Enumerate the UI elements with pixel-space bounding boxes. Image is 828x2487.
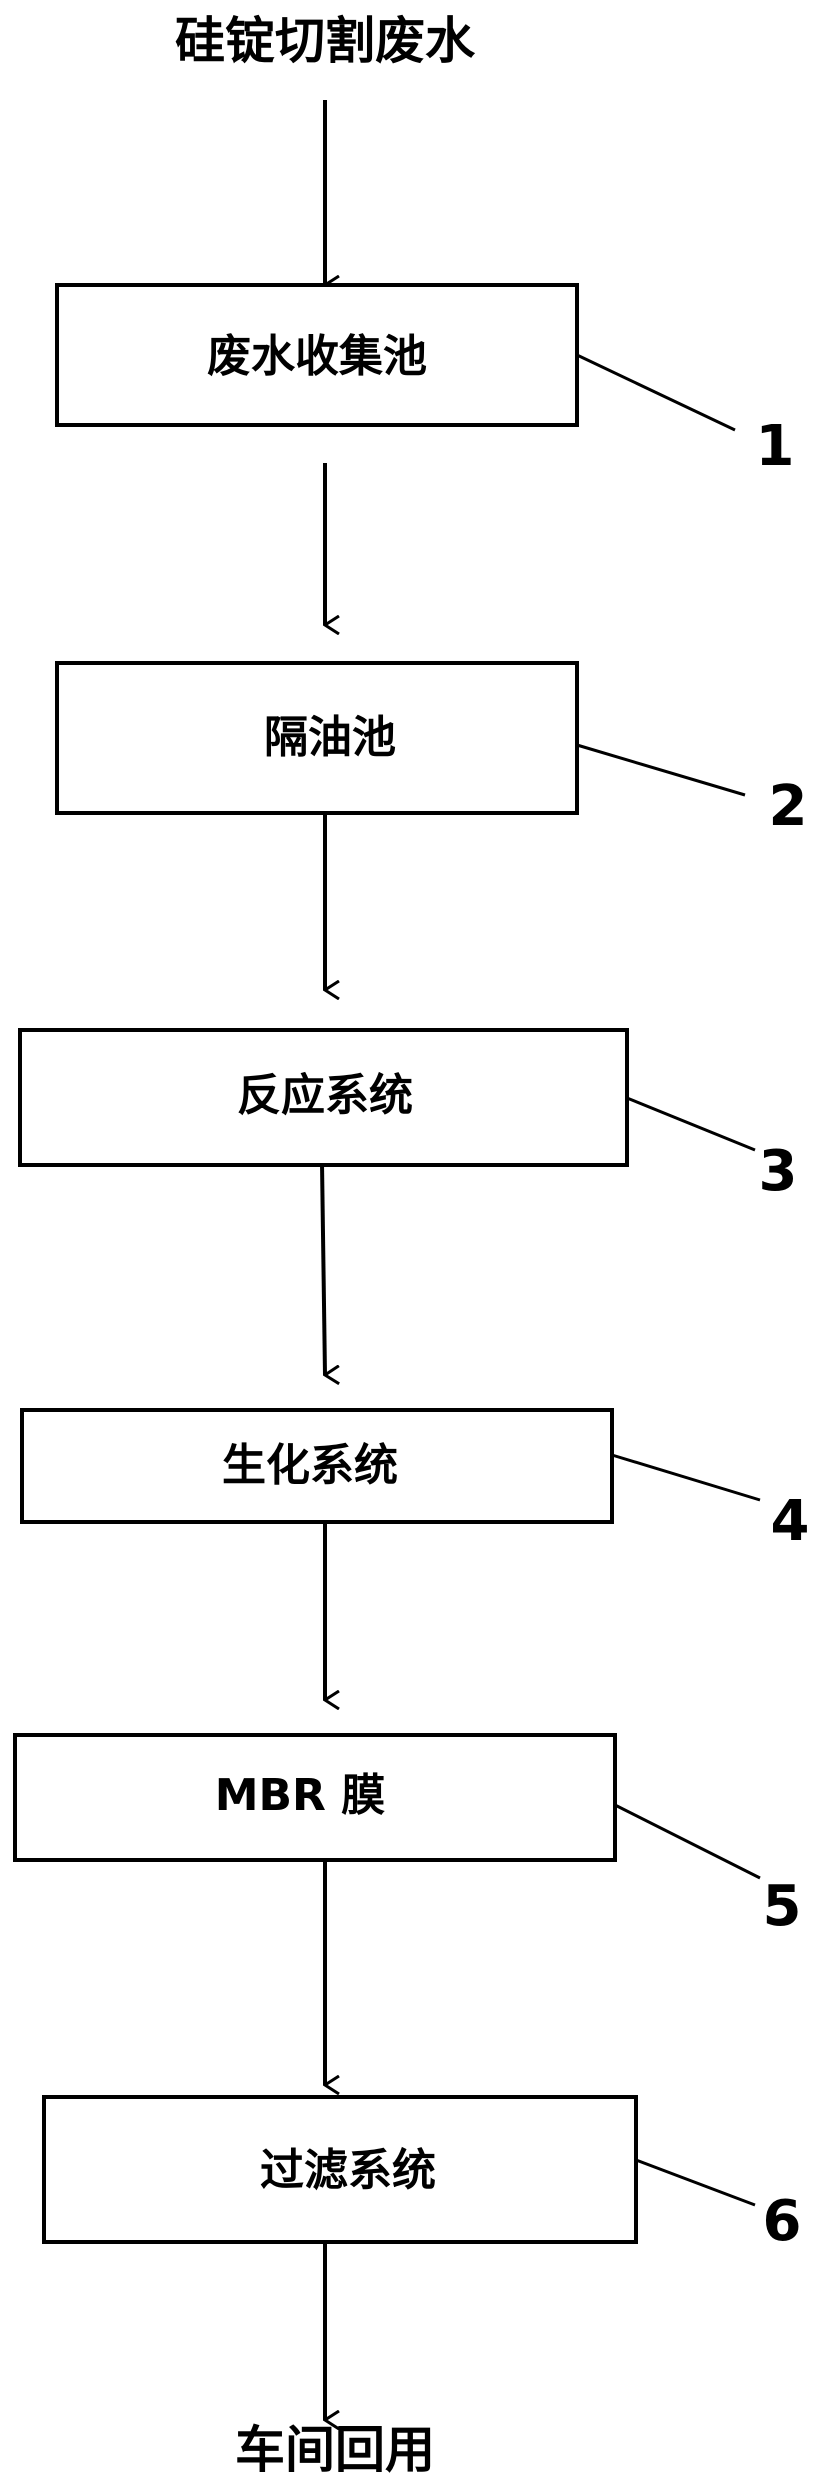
step-3: 反应系统 3 xyxy=(18,1028,798,1204)
step-number: 1 xyxy=(756,414,795,479)
leader-line xyxy=(626,1096,756,1152)
step-number: 5 xyxy=(763,1874,802,1939)
step-box xyxy=(13,1733,617,1862)
source-label: 硅锭切割废水 xyxy=(175,12,476,70)
step-box xyxy=(20,1408,614,1524)
arrow-step-3-to-4 xyxy=(320,1162,325,1375)
step-6: 过滤系统 6 xyxy=(42,2095,802,2254)
leader-line xyxy=(611,1453,761,1502)
step-4: 生化系统 4 xyxy=(20,1408,810,1554)
step-number: 3 xyxy=(759,1139,798,1204)
step-5: MBR 膜 5 xyxy=(13,1733,802,1939)
step-number: 2 xyxy=(769,774,808,839)
step-box xyxy=(55,283,579,427)
step-label: 反应系统 xyxy=(237,1070,413,1121)
step-label: 废水收集池 xyxy=(207,331,427,382)
step-label: 隔油池 xyxy=(264,712,396,763)
step-1: 废水收集池 1 xyxy=(55,283,795,479)
step-box xyxy=(55,661,579,815)
flow-arrows xyxy=(320,100,325,2420)
leader-line xyxy=(635,2158,756,2207)
leader-line xyxy=(614,1803,761,1880)
step-number: 4 xyxy=(771,1489,810,1554)
leader-line xyxy=(576,353,736,432)
step-number: 6 xyxy=(763,2189,802,2254)
step-label: 生化系统 xyxy=(222,1440,398,1491)
sink-label: 车间回用 xyxy=(235,2421,435,2479)
step-2: 隔油池 2 xyxy=(55,661,808,839)
step-box xyxy=(42,2095,638,2244)
step-label: 过滤系统 xyxy=(260,2145,436,2196)
step-box xyxy=(18,1028,629,1167)
leader-line xyxy=(576,743,746,797)
step-label: MBR 膜 xyxy=(215,1770,386,1821)
